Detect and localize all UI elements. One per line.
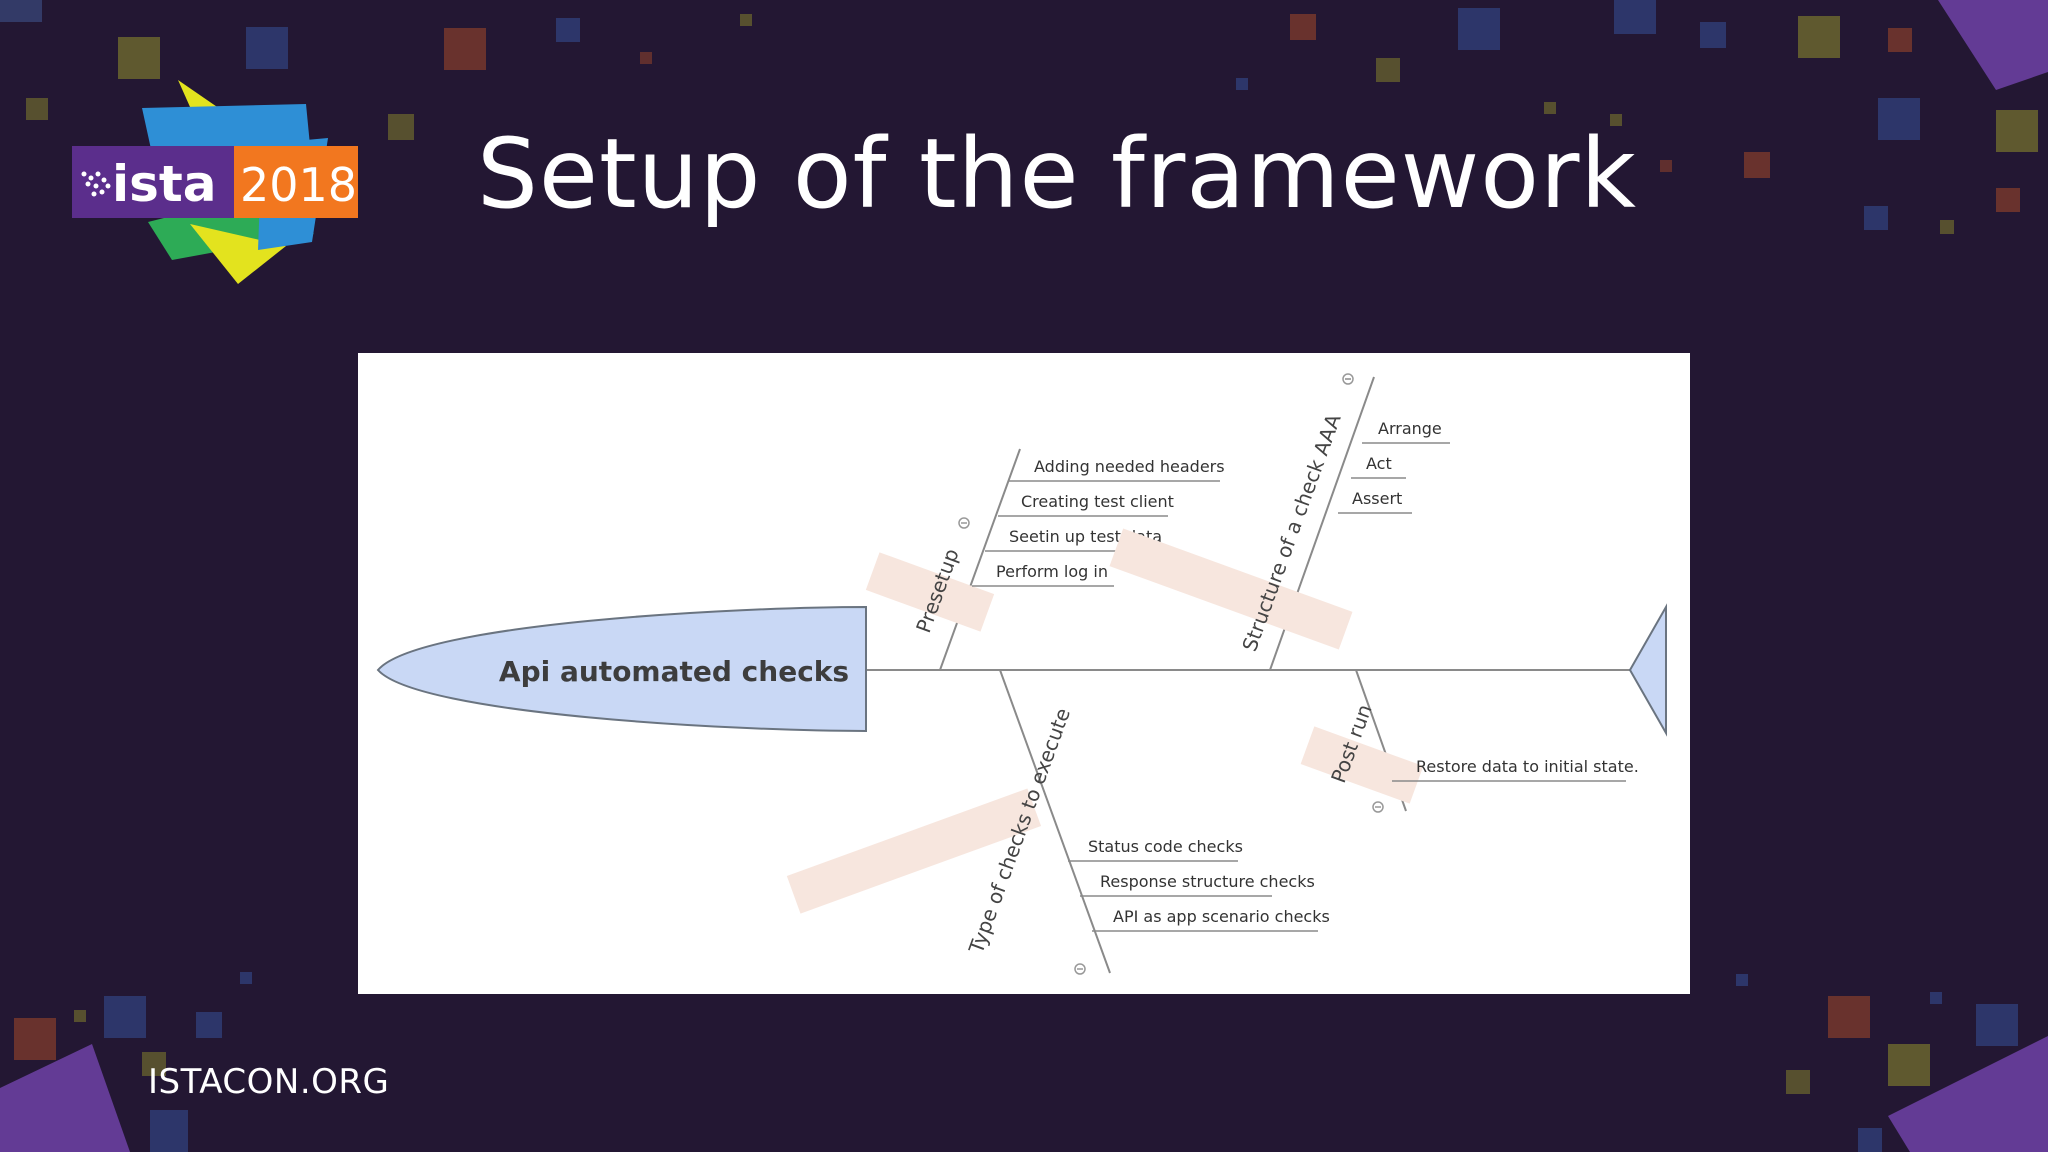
branch-postrun: Post run Restore data to initial state.	[1300, 669, 1639, 813]
slide-title: Setup of the framework	[476, 118, 1638, 230]
presetup-item-1: Adding needed headers	[1034, 457, 1225, 476]
fish-head-shape	[376, 605, 867, 733]
presetup-item-4: Perform log in	[996, 562, 1108, 581]
logo-year-text: 2018	[240, 158, 357, 212]
fishbone-diagram-panel: Api automated checks Presetup Adding nee…	[358, 353, 1690, 994]
branch-types: Type of checks to execute Status code ch…	[786, 669, 1330, 975]
branch-structure: Structure of a check AAA Arrange Act Ass…	[1109, 373, 1450, 671]
structure-item-2: Act	[1366, 454, 1392, 473]
structure-item-1: Arrange	[1378, 419, 1442, 438]
types-item-1: Status code checks	[1088, 837, 1243, 856]
branch-presetup: Presetup Adding needed headers Creating …	[865, 448, 1225, 671]
ista-2018-logo: ista 2018	[60, 74, 370, 299]
types-item-3: API as app scenario checks	[1113, 907, 1330, 926]
fish-head-label: Api automated checks	[499, 655, 849, 688]
types-item-2: Response structure checks	[1100, 872, 1315, 891]
logo-ista-text: ista	[112, 155, 217, 213]
structure-item-3: Assert	[1352, 489, 1402, 508]
fish-tail-shape	[1628, 603, 1667, 737]
footer-website: ISTACON.ORG	[148, 1062, 390, 1102]
postrun-item-1: Restore data to initial state.	[1416, 757, 1639, 776]
presetup-item-2: Creating test client	[1021, 492, 1174, 511]
